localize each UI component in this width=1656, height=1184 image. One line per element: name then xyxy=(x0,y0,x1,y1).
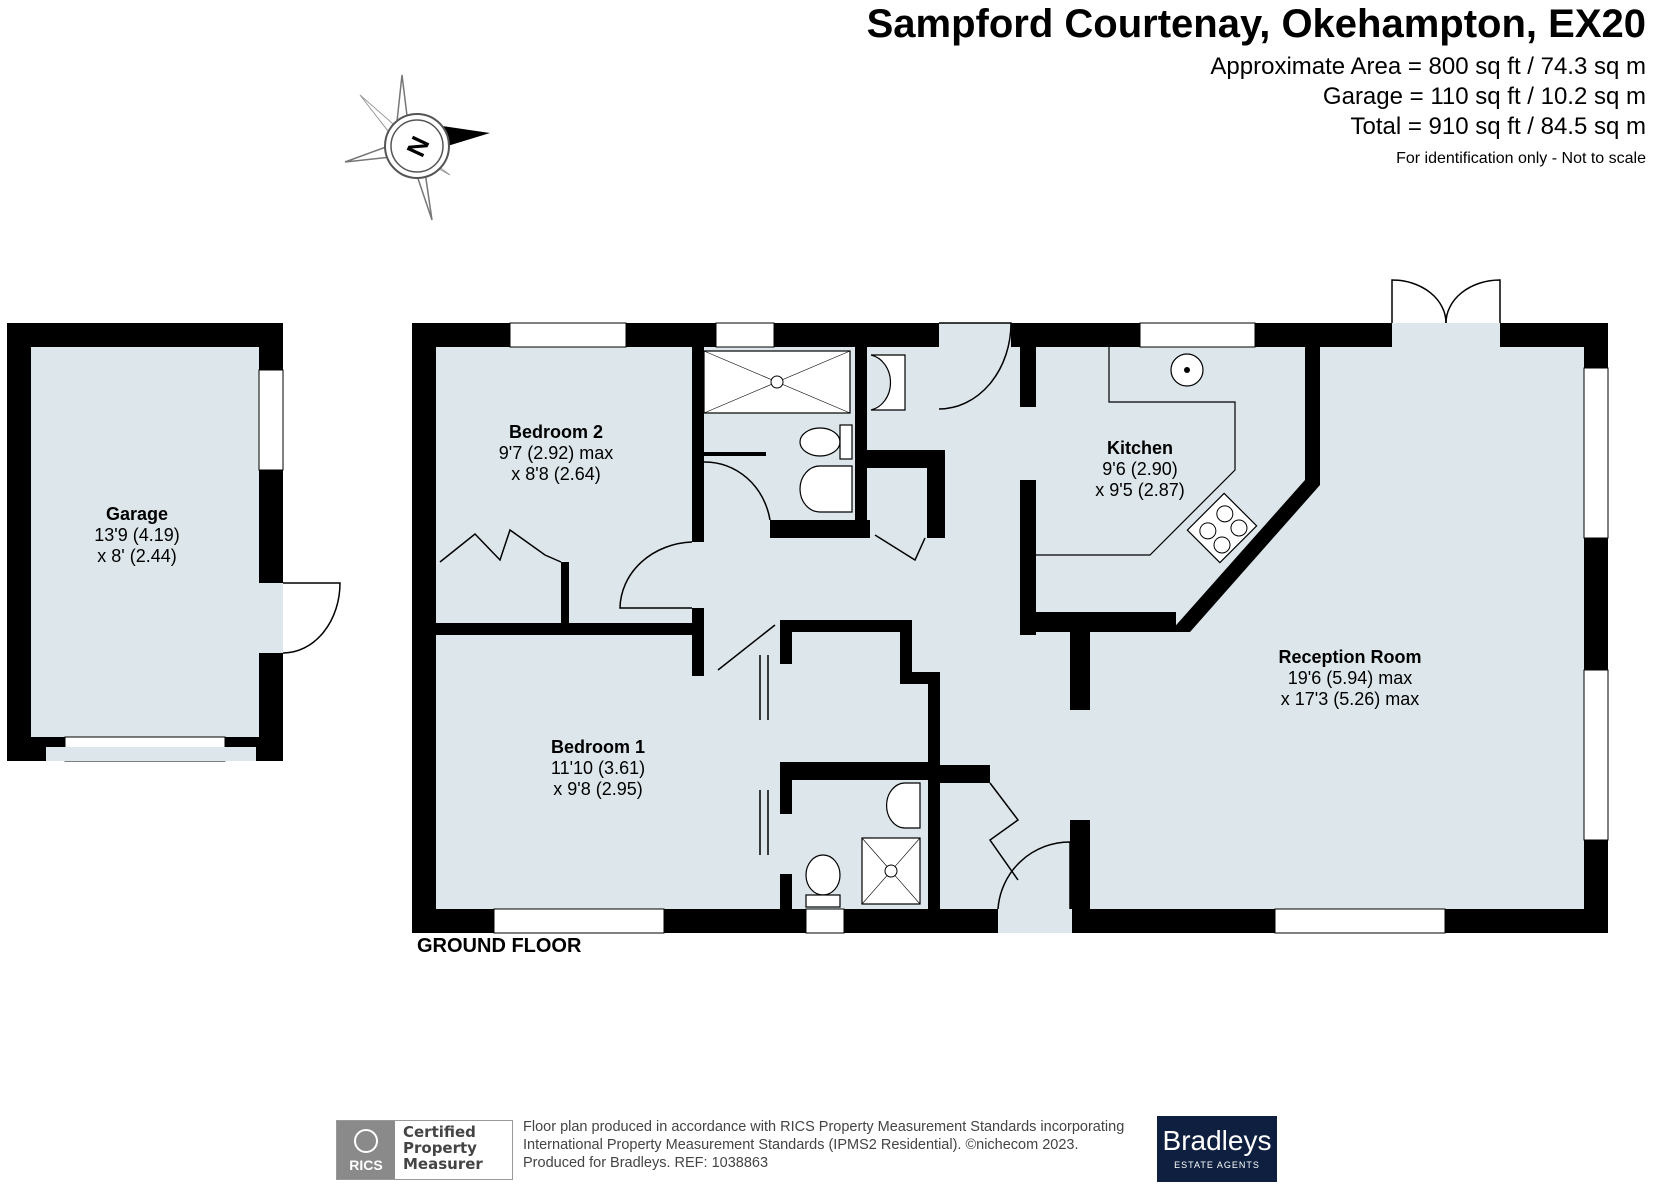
room-dimension: x 9'5 (2.87) xyxy=(1095,480,1185,500)
cupboard-door-swing xyxy=(874,534,926,562)
shower-room-door-swing xyxy=(703,461,771,521)
room-dimension: 11'10 (3.61) xyxy=(550,758,646,778)
ensuite-toilet-icon xyxy=(805,854,841,896)
brand-subtitle: ESTATE AGENTS xyxy=(1174,1160,1260,1170)
front-door-swing xyxy=(997,841,1071,910)
basin-icon xyxy=(799,465,853,513)
toilet-icon xyxy=(799,427,841,457)
room-dimension: 13'9 (4.19) xyxy=(94,525,180,545)
brand-name: Bradleys xyxy=(1162,1125,1272,1156)
room-dimension: 9'7 (2.92) max xyxy=(498,443,614,463)
rics-badge: RICS Certified Property Measurer xyxy=(336,1120,513,1180)
room-label-reception: Reception Room 19'6 (5.94) max x 17'3 (5… xyxy=(1278,647,1421,710)
badge-line: Property xyxy=(403,1139,477,1157)
room-dimension: 9'6 (2.90) xyxy=(1102,459,1178,479)
footer-disclaimer: Floor plan produced in accordance with R… xyxy=(523,1118,1124,1172)
brand-logo: Bradleys ESTATE AGENTS xyxy=(1157,1116,1277,1182)
area-line-total: Total = 910 sq ft / 84.5 sq m xyxy=(1350,113,1647,140)
footer-line: Produced for Bradleys. REF: 1038863 xyxy=(523,1155,769,1171)
badge-line: Certified xyxy=(403,1123,476,1141)
ensuite-basin-icon xyxy=(885,782,921,829)
badge-line: Measurer xyxy=(403,1155,483,1173)
kitchen-counter xyxy=(1036,347,1236,556)
area-line-garage: Garage = 110 sq ft / 10.2 sq m xyxy=(1322,83,1646,110)
room-name: Garage xyxy=(105,504,169,524)
scale-note: For identification only - Not to scale xyxy=(1396,150,1646,167)
rics-logo-text: RICS xyxy=(349,1157,383,1173)
room-dimension: x 8'8 (2.64) xyxy=(511,464,601,484)
bedroom1-door-swing xyxy=(717,624,776,671)
room-name: Reception Room xyxy=(1278,647,1422,667)
room-label-bedroom-2: Bedroom 2 9'7 (2.92) max x 8'8 (2.64) xyxy=(499,422,614,485)
area-summary: Approximate Area = 800 sq ft / 74.3 sq m… xyxy=(1210,52,1646,176)
footer-line: Floor plan produced in accordance with R… xyxy=(523,1119,1125,1135)
house-structure xyxy=(412,279,1609,934)
room-dimension: 19'6 (5.94) max xyxy=(1287,668,1413,688)
room-label-kitchen: Kitchen 9'6 (2.90) x 9'5 (2.87) xyxy=(1095,438,1184,501)
room-label-garage: Garage 13'9 (4.19) x 8' (2.44) xyxy=(94,504,180,567)
garage-structure xyxy=(7,323,341,762)
floor-label: GROUND FLOOR xyxy=(417,935,582,957)
room-name: Kitchen xyxy=(1106,438,1174,458)
rics-logo: RICS xyxy=(337,1121,395,1179)
french-door-right-swing xyxy=(1445,279,1501,324)
room-dimension: x 8' (2.44) xyxy=(97,546,177,566)
room-dimension: x 9'8 (2.95) xyxy=(553,779,643,799)
room-name: Bedroom 1 xyxy=(550,737,646,757)
footer-line: International Property Measurement Stand… xyxy=(523,1137,1079,1153)
room-dimension: x 17'3 (5.26) max xyxy=(1280,689,1420,709)
hall-cupboard-doors xyxy=(988,782,1020,881)
wardrobe-doors xyxy=(439,528,562,563)
french-door-left-swing xyxy=(1391,279,1447,324)
room-name: Bedroom 2 xyxy=(508,422,604,442)
wc-basin-icon xyxy=(870,354,906,411)
entry-door-swing xyxy=(938,322,1012,410)
compass-rose-icon: N xyxy=(344,74,490,221)
garage-door-swing xyxy=(282,582,341,654)
room-label-bedroom-1: Bedroom 1 11'10 (3.61) x 9'8 (2.95) xyxy=(551,737,645,800)
area-line-approx: Approximate Area = 800 sq ft / 74.3 sq m xyxy=(1210,53,1646,80)
bedroom2-door-swing xyxy=(619,541,693,609)
sliding-wardrobe-doors xyxy=(759,655,769,855)
page-title: Sampford Courtenay, Okehampton, EX20 xyxy=(866,2,1646,46)
rics-crest-icon xyxy=(354,1129,378,1153)
rics-certification: Certified Property Measurer xyxy=(395,1121,512,1179)
hob-icon xyxy=(1186,492,1258,564)
